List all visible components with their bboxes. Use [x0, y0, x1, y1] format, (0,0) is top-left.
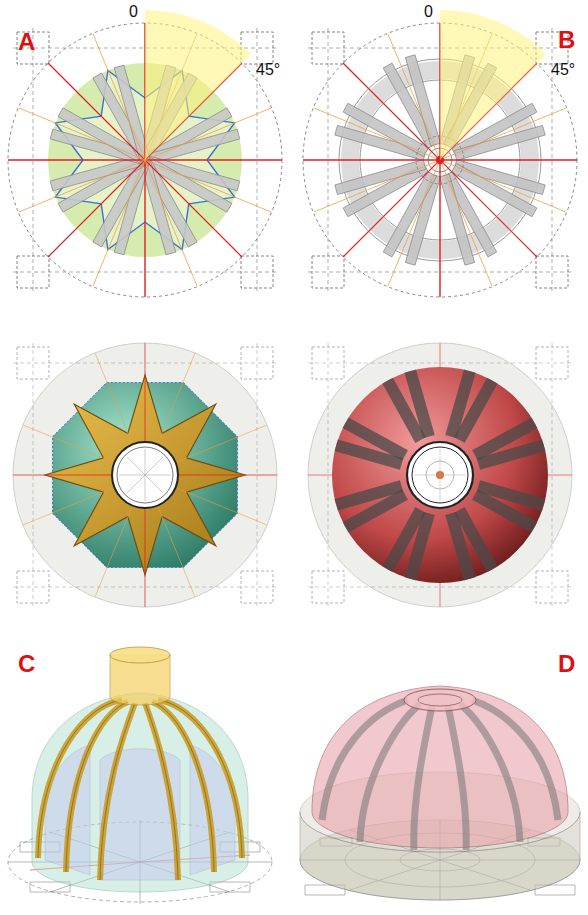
angle-label: 0: [129, 4, 138, 20]
panel-letter: C: [18, 652, 35, 676]
angle-label: 45°: [256, 62, 280, 78]
panel-letter: B: [558, 28, 575, 52]
panel-letter: A: [18, 30, 35, 54]
angle-label: 45°: [551, 62, 575, 78]
angle-label: 0: [424, 4, 433, 20]
panel-letter: D: [558, 652, 575, 676]
